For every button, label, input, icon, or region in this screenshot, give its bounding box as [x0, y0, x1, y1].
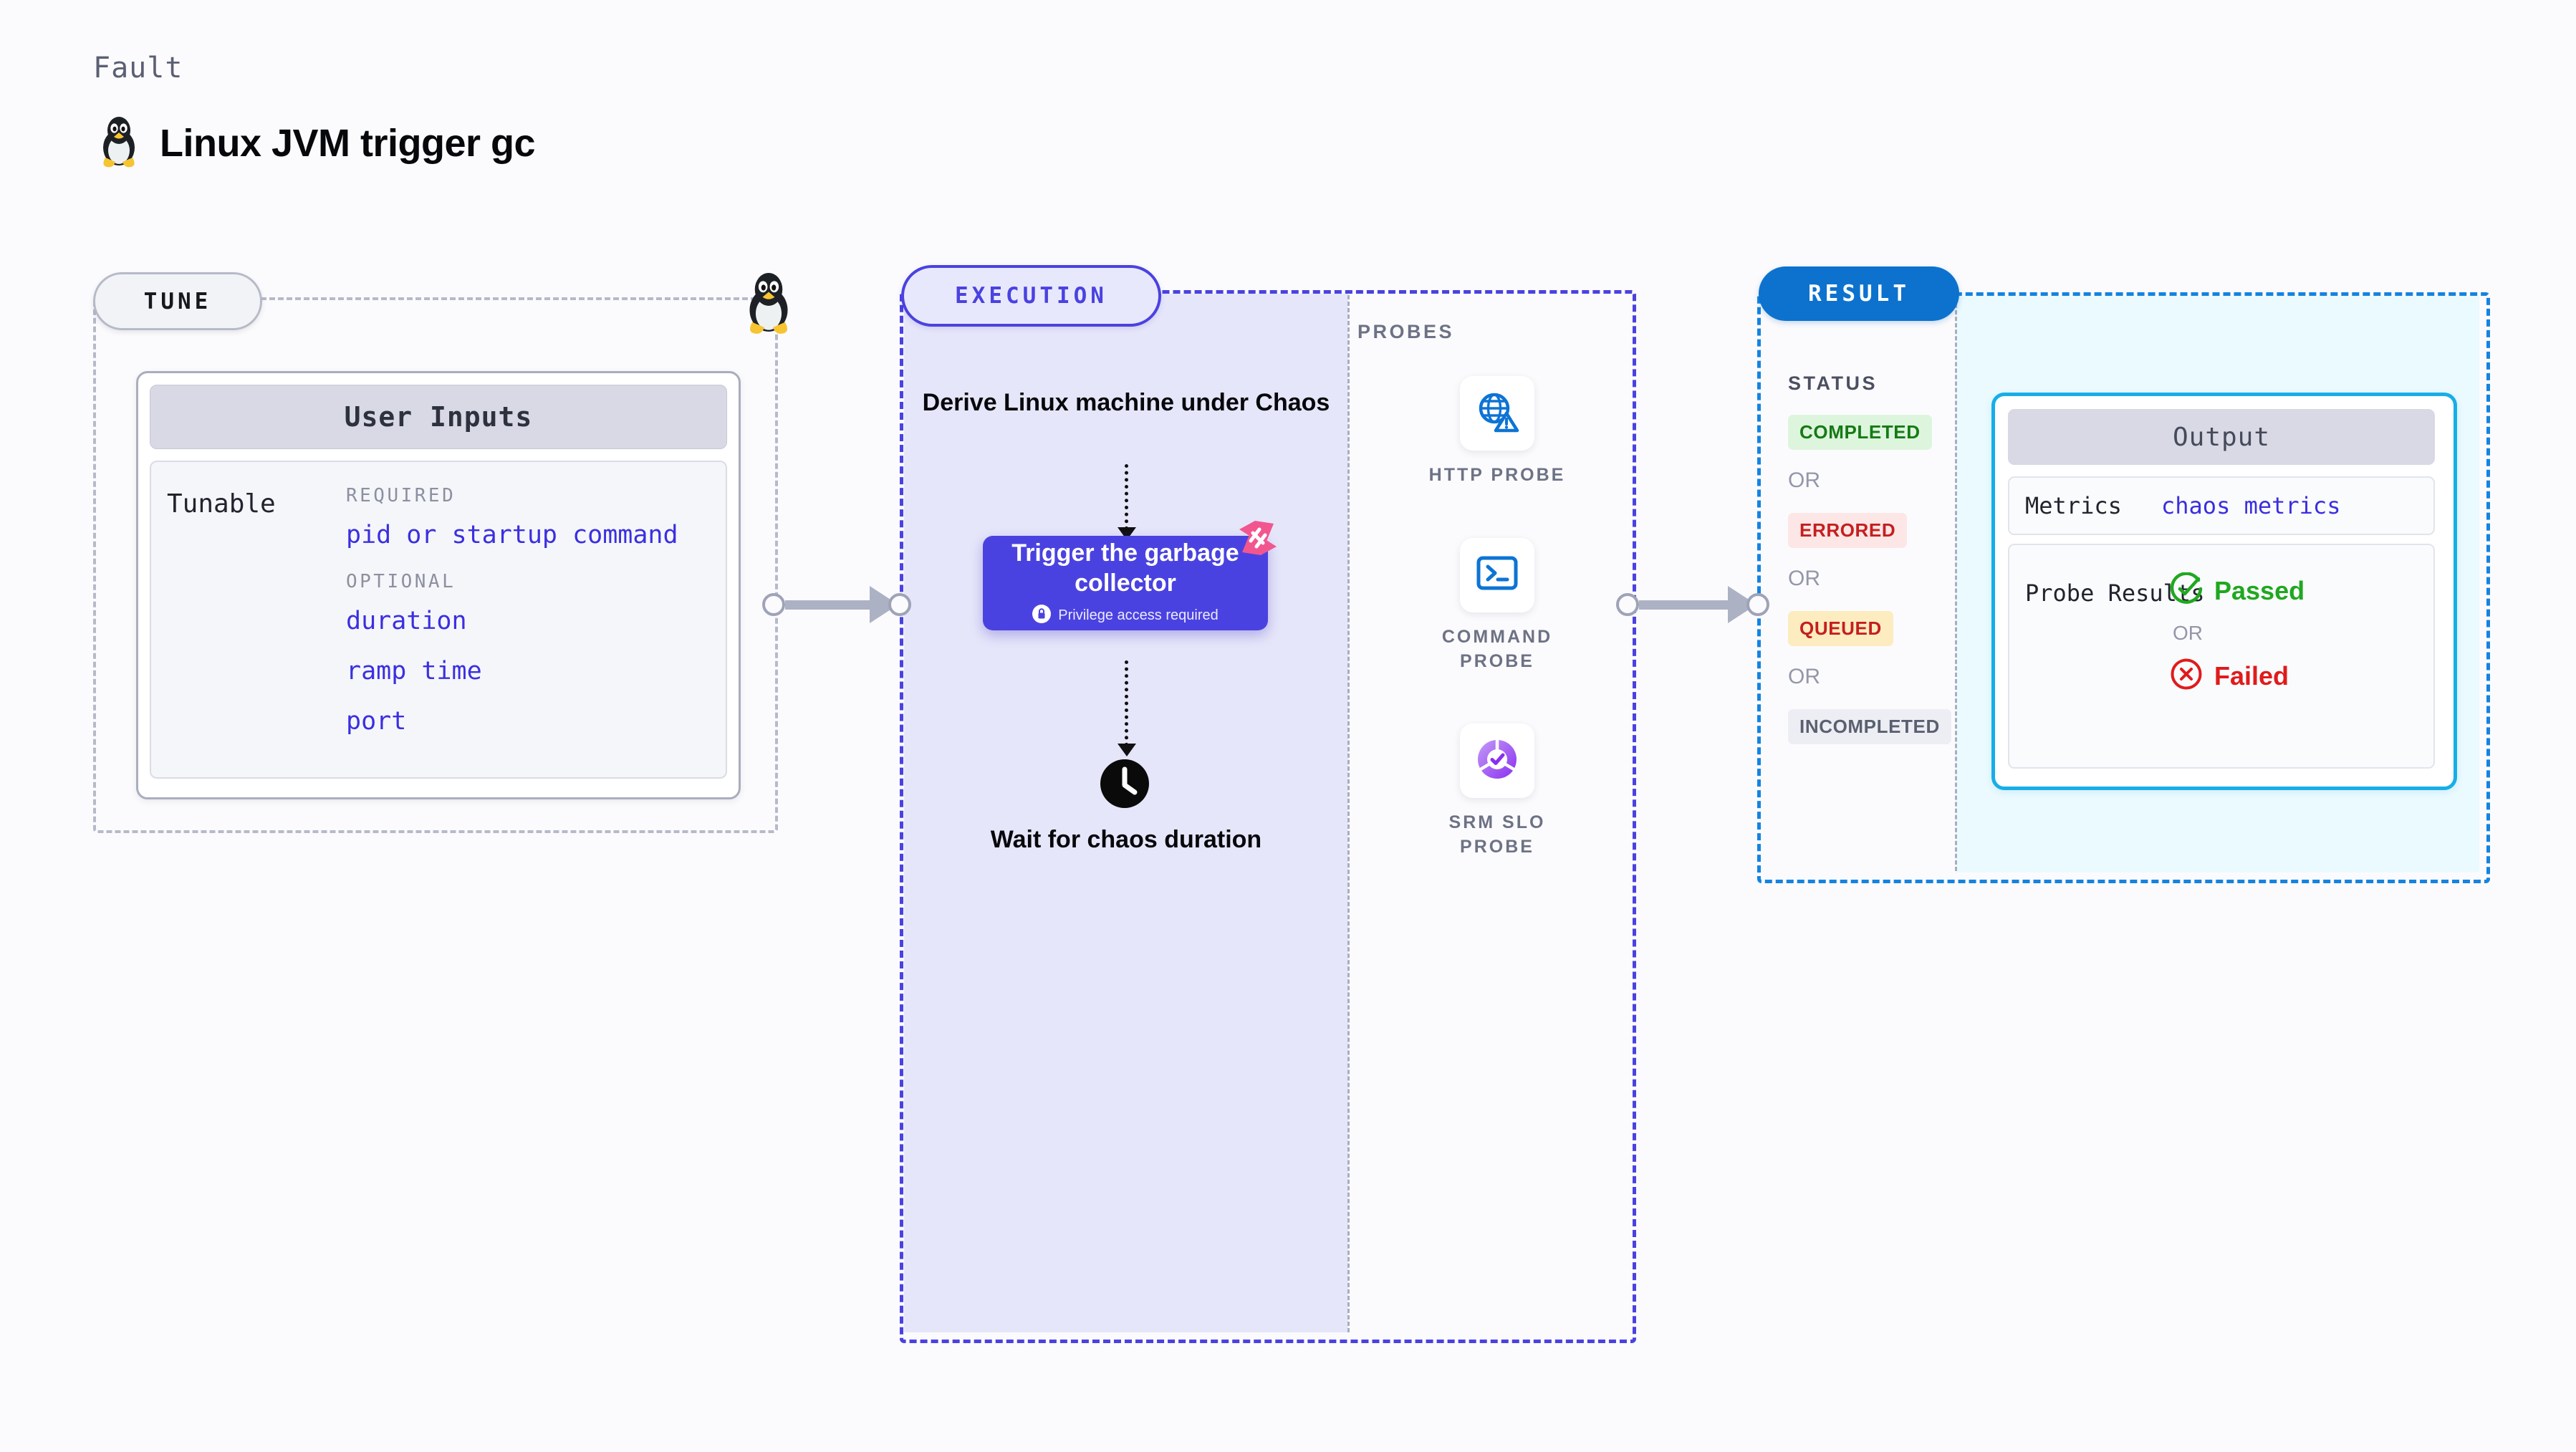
execution-step-2-label: Wait for chaos duration — [990, 826, 1262, 853]
clock-icon — [1099, 758, 1150, 809]
execution-action-card[interactable]: Trigger the garbage collector Privilege … — [983, 536, 1268, 630]
output-card: Output Metrics chaos metrics Probe Resul… — [1991, 393, 2457, 790]
status-badge-queued: QUEUED — [1788, 611, 1893, 646]
field-duration[interactable]: duration — [346, 607, 467, 635]
tune-chip[interactable]: TUNE — [93, 272, 262, 330]
connector-bar — [1639, 600, 1729, 610]
execution-connector-1 — [1125, 464, 1128, 530]
status-column: STATUS COMPLETED OR ERRORED OR QUEUED OR… — [1788, 372, 1951, 744]
connector-end-dot — [1746, 593, 1769, 616]
execution-action-title: Trigger the garbage collector — [1011, 539, 1239, 597]
probe-command-tile[interactable] — [1460, 537, 1534, 612]
group-title-optional: OPTIONAL — [346, 571, 456, 592]
slo-donut-check-icon — [1475, 737, 1519, 785]
probes-title: PROBES — [1357, 321, 1455, 342]
probe-results-values: Passed OR Failed — [2170, 572, 2305, 694]
privilege-note-label: Privilege access required — [1058, 607, 1219, 624]
result-chip[interactable]: RESULT — [1759, 266, 1959, 321]
user-inputs-card: User Inputs Tunable REQUIRED pid or star… — [136, 371, 741, 799]
user-inputs-title: User Inputs — [150, 385, 727, 449]
page-kicker: Fault — [93, 52, 183, 85]
result-region — [1757, 292, 2490, 883]
x-circle-icon — [2170, 658, 2203, 694]
connector-start-dot — [1616, 593, 1639, 616]
probe-srm-slo[interactable]: SRM SLO PROBE — [1426, 723, 1569, 860]
status-badge-errored: ERRORED — [1788, 513, 1908, 548]
metrics-row: Metrics chaos metrics — [2008, 476, 2435, 535]
page-title-row: Linux JVM trigger gc — [97, 113, 536, 173]
probes-list: HTTP PROBE COMMAND PROBE — [1426, 376, 1569, 910]
field-port[interactable]: port — [346, 707, 407, 736]
probe-srm-slo-label: SRM SLO PROBE — [1448, 812, 1546, 857]
metrics-label: Metrics — [2025, 492, 2122, 519]
status-badge-incompleted: INCOMPLETED — [1788, 709, 1951, 744]
execution-step-1-label: Derive Linux machine under Chaos — [922, 389, 1330, 416]
connector-end-dot — [888, 593, 911, 616]
output-title: Output — [2008, 409, 2435, 465]
status-title: STATUS — [1788, 372, 1878, 394]
tune-linux-penguin-icon — [741, 269, 796, 336]
execution-region — [900, 290, 1636, 1343]
probe-result-failed: Failed — [2170, 658, 2305, 694]
connector-start-dot — [762, 593, 785, 616]
connector-execution-to-result — [1616, 586, 1769, 623]
probe-http-label: HTTP PROBE — [1428, 465, 1566, 485]
execution-arrowhead-2 — [1118, 744, 1136, 756]
probe-srm-slo-tile[interactable] — [1460, 723, 1534, 799]
probe-result-passed: Passed — [2170, 572, 2305, 609]
terminal-icon — [1476, 554, 1519, 595]
probe-command-label: COMMAND PROBE — [1441, 626, 1553, 671]
connector-bar — [785, 600, 871, 610]
probe-http-tile[interactable] — [1460, 376, 1534, 451]
field-pid-or-startup-command[interactable]: pid or startup command — [346, 521, 678, 549]
page-title: Linux JVM trigger gc — [160, 121, 536, 165]
execution-stack: Derive Linux machine under Chaos Trigger… — [904, 294, 1348, 1332]
execution-connector-2 — [1125, 660, 1128, 746]
field-ramp-time[interactable]: ramp time — [346, 657, 482, 686]
probe-command[interactable]: COMMAND PROBE — [1426, 537, 1569, 674]
privilege-note: Privilege access required — [1032, 604, 1219, 628]
globe-warning-icon — [1475, 390, 1519, 438]
tunable-fields: REQUIRED pid or startup command OPTIONAL… — [346, 485, 678, 751]
metrics-value[interactable]: chaos metrics — [2161, 492, 2341, 519]
result-divider — [1955, 297, 1957, 871]
status-or-2: OR — [1788, 567, 1820, 590]
status-badge-completed: COMPLETED — [1788, 415, 1932, 450]
probes-divider — [1347, 295, 1350, 1332]
probe-passed-label: Passed — [2214, 575, 2305, 605]
linux-penguin-icon — [97, 113, 141, 173]
execution-chip[interactable]: EXECUTION — [901, 265, 1161, 327]
lock-icon — [1032, 604, 1052, 628]
tunable-label: Tunable — [167, 489, 276, 519]
status-or-3: OR — [1788, 665, 1820, 688]
check-circle-icon — [2170, 572, 2203, 609]
group-title-required: REQUIRED — [346, 485, 456, 506]
probe-result-or: OR — [2173, 622, 2203, 644]
tune-region — [93, 297, 778, 833]
probe-http[interactable]: HTTP PROBE — [1426, 376, 1569, 488]
harness-logo-icon — [1238, 519, 1278, 557]
probe-results-row: Probe Results Passed OR — [2008, 544, 2435, 769]
probe-failed-label: Failed — [2214, 660, 2289, 691]
connector-tune-to-execution — [762, 586, 911, 623]
tunable-body: Tunable REQUIRED pid or startup command … — [150, 461, 727, 779]
status-or-1: OR — [1788, 468, 1820, 492]
